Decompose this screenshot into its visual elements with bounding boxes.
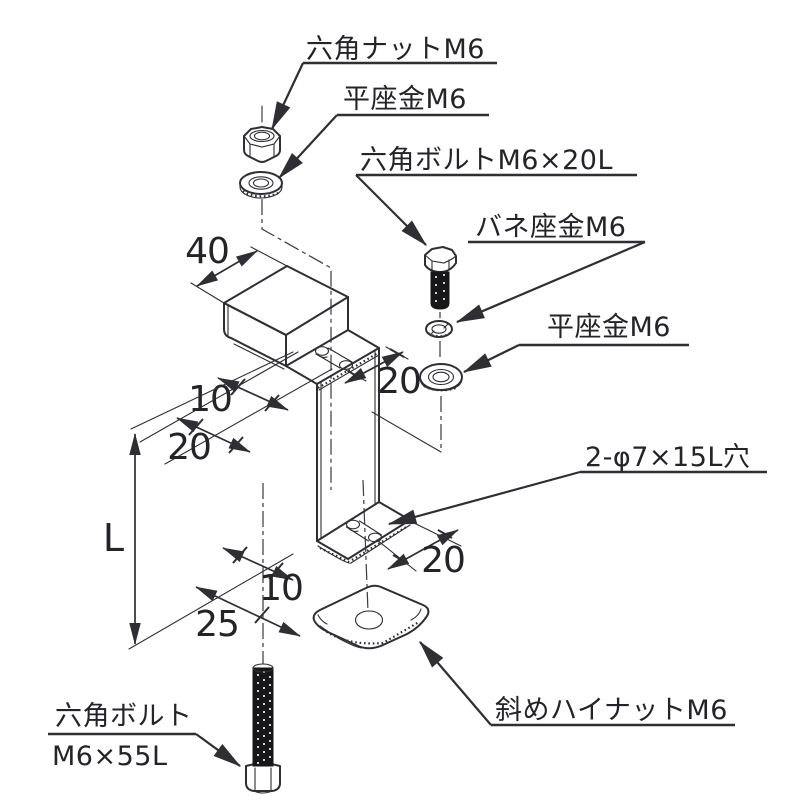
dimension-hat-width: 40: [185, 231, 288, 304]
label-angled-high-nut: 斜めハイナットM6: [495, 695, 728, 726]
angled-high-nut-shape: [312, 584, 430, 650]
label-spring-washer: バネ座金M6: [475, 212, 626, 243]
dim-40: 40: [185, 231, 229, 272]
label-flat-washer-top: 平座金M6: [343, 84, 467, 115]
dim-20-flange: 20: [377, 361, 421, 402]
dimension-upper-flange: 20: [343, 346, 422, 402]
dim-20-lower: 20: [421, 540, 465, 581]
label-hex-nut-top: 六角ナットM6: [306, 34, 485, 65]
hex-bolt-m6x20-shape: [424, 246, 457, 310]
spring-washer-shape: [425, 320, 453, 338]
label-flat-washer-right: 平座金M6: [547, 312, 671, 343]
flat-washer-right-shape: [419, 363, 463, 392]
label-hex-bolt-20: 六角ボルトM6×20L: [360, 145, 613, 176]
label-hex-bolt-55-line2: M6×55L: [52, 741, 168, 772]
label-slot-hole: 2-φ7×15L穴: [585, 442, 750, 473]
hex-bolt-m6x55-shape: [245, 663, 281, 794]
dim-20-upper: 20: [167, 427, 211, 468]
dim-L: L: [103, 516, 124, 560]
flat-washer-top-shape: [239, 171, 283, 199]
bracket-shape: [223, 265, 411, 564]
leader-lines: [48, 61, 767, 767]
hex-nut-top-shape: [243, 126, 281, 163]
label-hex-bolt-55-line1: 六角ボルト: [55, 701, 193, 732]
dim-25: 25: [195, 604, 239, 645]
dimension-lower-offsets: 10 25: [195, 546, 304, 645]
lower-slot-hole: [345, 519, 383, 543]
dim-10-lower: 10: [259, 568, 303, 609]
dim-10-upper: 10: [188, 379, 232, 420]
part-labels: 六角ナットM6 平座金M6 六角ボルトM6×20L バネ座金M6 平座金M6 2…: [52, 34, 750, 772]
dimension-upper-offsets: 10 20: [139, 351, 333, 468]
dimension-lower-flange: 20: [376, 521, 466, 581]
